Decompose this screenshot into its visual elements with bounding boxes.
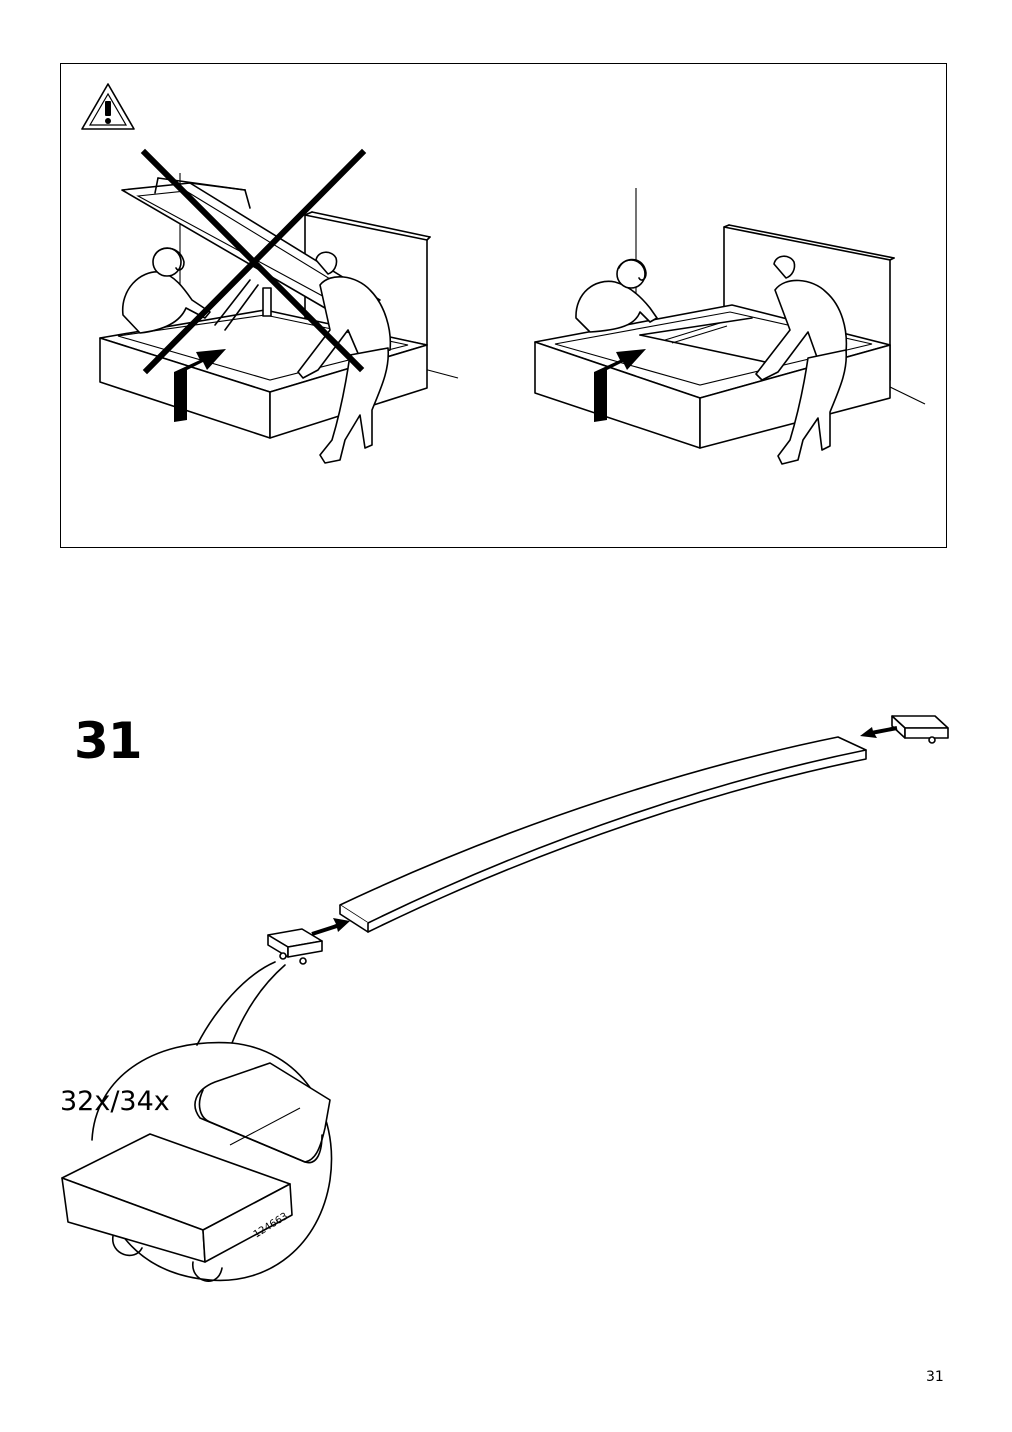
slat-illustration	[339, 736, 867, 933]
correct-lift-illustration	[534, 188, 926, 465]
warning-triangle-icon	[81, 83, 135, 130]
page-number: 31	[926, 1369, 944, 1385]
step-number: 31	[74, 712, 143, 770]
detail-callout	[61, 961, 333, 1282]
quantity-label: 32x/34x	[60, 1086, 170, 1117]
end-cap-right	[860, 715, 949, 744]
end-cap-left	[267, 918, 350, 965]
incorrect-lift-illustration	[99, 148, 459, 464]
warning-panel	[60, 63, 947, 548]
